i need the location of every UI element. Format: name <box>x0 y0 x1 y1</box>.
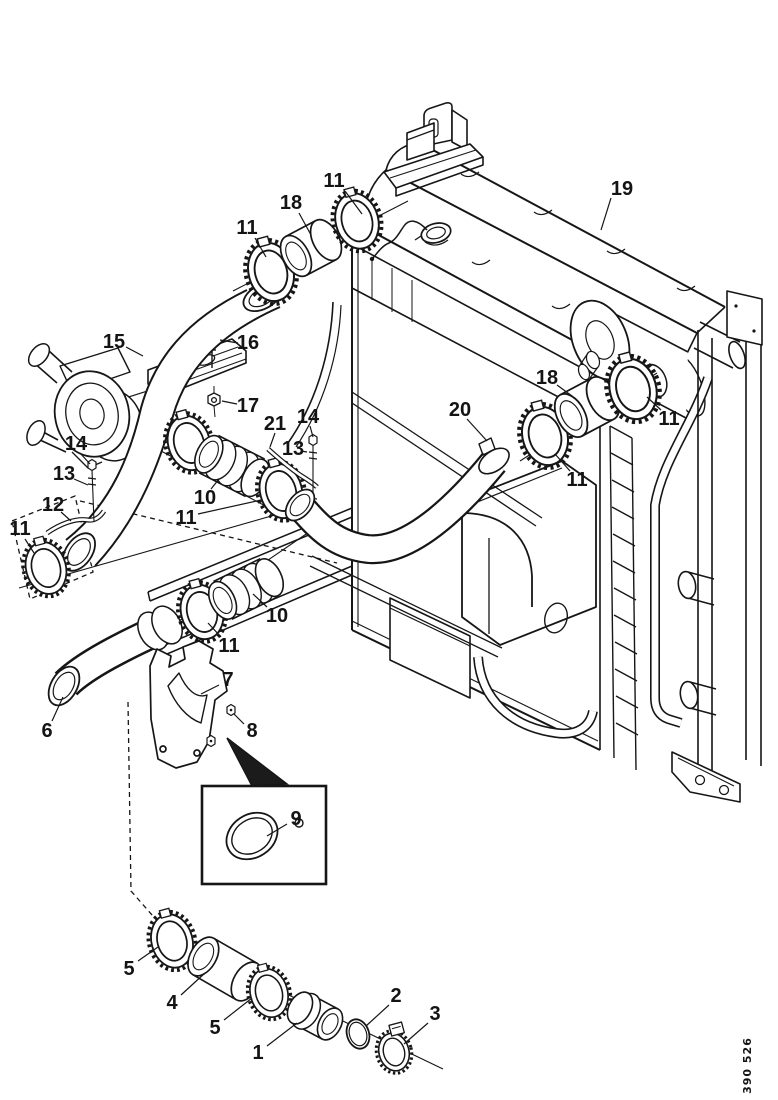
radiator-lift-brackets <box>383 102 484 197</box>
inset-pointer-arrow <box>226 737 290 787</box>
callout-leader-7 <box>200 684 220 695</box>
callout-leader-18 <box>556 384 573 397</box>
callout-leader-11 <box>344 190 363 215</box>
drain-tube <box>650 376 713 728</box>
callout-leader-11 <box>554 453 571 472</box>
part-callout-10: 10 <box>266 605 288 627</box>
callout-leader-14 <box>79 452 91 465</box>
part-callout-1: 1 <box>252 1042 263 1064</box>
pipe-20 <box>284 437 510 565</box>
callout-leader-21 <box>269 432 276 448</box>
callout-leader-13 <box>73 478 89 486</box>
callout-leader-14 <box>309 425 314 438</box>
drawing-number: 390 526 <box>741 1037 755 1094</box>
part-callout-14: 14 <box>297 406 320 428</box>
side-frame-panels <box>671 290 763 803</box>
part-callout-5: 5 <box>209 1017 220 1039</box>
clamp-11-far-left <box>14 529 78 604</box>
part-callout-15: 15 <box>103 331 125 353</box>
inset-detail-box <box>200 737 328 886</box>
callout-leader-8 <box>233 713 245 725</box>
grille-strip <box>609 425 639 771</box>
elbow-hose-6 <box>47 605 183 707</box>
part-callout-6: 6 <box>41 720 52 742</box>
callout-leader-3 <box>403 1022 429 1045</box>
part-callout-11: 11 <box>658 408 679 430</box>
bolts-8 <box>206 703 236 748</box>
part-callout-11: 11 <box>566 469 587 491</box>
bolt-14-13-right <box>308 433 318 500</box>
callout-leader-6 <box>51 696 64 722</box>
seal-ring-9 <box>225 811 304 861</box>
lower-baffles <box>389 597 598 739</box>
part-callout-12: 12 <box>42 494 64 516</box>
radiator-assembly <box>147 102 763 803</box>
callout-leader-12 <box>60 511 72 522</box>
callout-leader-5 <box>137 946 159 962</box>
part-callout-18: 18 <box>280 192 302 214</box>
part-callout-14: 14 <box>65 433 88 455</box>
part-callout-10: 10 <box>194 487 216 509</box>
callout-leader-11 <box>197 499 262 515</box>
radiator-top-tank <box>361 141 746 393</box>
tube-21 <box>266 447 319 489</box>
o-ring-2 <box>345 1018 371 1050</box>
part-callout-19: 19 <box>611 178 633 200</box>
part-callout-13: 13 <box>282 438 304 460</box>
callout-leader-4 <box>180 972 206 996</box>
part-callout-16: 16 <box>237 332 259 354</box>
part-callout-3: 3 <box>429 1003 440 1025</box>
bracket-7 <box>149 640 228 769</box>
part-callout-11: 11 <box>323 170 344 192</box>
fan-shroud <box>287 301 597 646</box>
bolt-14-13-left <box>87 458 97 523</box>
part-callout-11: 11 <box>9 518 30 540</box>
part-callout-7: 7 <box>222 669 233 691</box>
callout-leader-15 <box>125 346 144 357</box>
part-callout-11: 11 <box>175 507 196 529</box>
radiator-cap <box>414 222 452 246</box>
callout-leader-5 <box>223 997 253 1021</box>
callout-leader-9 <box>266 823 288 837</box>
part-callout-8: 8 <box>246 720 257 742</box>
part-callout-9: 9 <box>290 808 301 830</box>
part-callout-11: 11 <box>218 635 239 657</box>
callout-leader-11 <box>646 396 662 411</box>
part-callout-18: 18 <box>536 367 558 389</box>
part-callout-13: 13 <box>53 463 75 485</box>
part-callout-4: 4 <box>166 992 178 1014</box>
callout-leader-18 <box>298 212 312 236</box>
callout-leader-10 <box>210 478 220 490</box>
part-callout-11: 11 <box>236 217 257 239</box>
standoff-bosses <box>677 570 717 716</box>
worm-clamp-3 <box>374 1021 414 1075</box>
frame-bars <box>147 391 543 658</box>
outlet-housing <box>26 343 144 469</box>
callout-leader-17 <box>221 400 238 405</box>
part-callout-5: 5 <box>123 958 134 980</box>
callout-leader-19 <box>600 197 612 231</box>
part-callout-21: 21 <box>264 413 286 435</box>
nut-17 <box>207 386 221 418</box>
callout-leader-20 <box>466 418 488 442</box>
callout-leader-11 <box>254 237 267 258</box>
callout-leader-11 <box>207 622 222 638</box>
callout-leader-10 <box>252 593 268 608</box>
part-callout-17: 17 <box>237 395 259 417</box>
callout-leader-16 <box>219 339 239 344</box>
callout-leader-1 <box>266 1022 298 1047</box>
connector-1 <box>286 991 344 1041</box>
part-callout-20: 20 <box>449 399 471 421</box>
callout-leader-2 <box>365 1004 390 1027</box>
part-callout-2: 2 <box>390 985 401 1007</box>
callout-leader-13 <box>300 450 308 453</box>
tube-12 <box>45 509 107 536</box>
callout-leader-11 <box>24 538 35 554</box>
